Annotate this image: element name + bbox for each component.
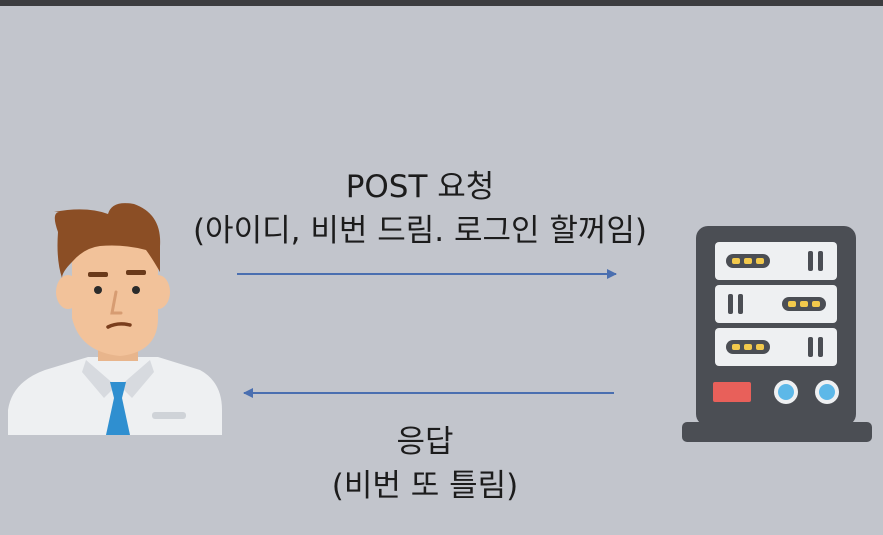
- request-label: POST 요청 (아이디, 비번 드림. 로그인 할꺼임): [160, 165, 680, 253]
- server-icon: [682, 226, 872, 442]
- request-title: POST 요청: [345, 169, 495, 205]
- person-icon: [8, 203, 222, 435]
- top-bar: [0, 0, 883, 6]
- response-subtitle: (비번 또 틀림): [331, 468, 519, 504]
- response-title: 응답: [396, 424, 454, 460]
- request-subtitle: (아이디, 비번 드림. 로그인 할꺼임): [192, 213, 648, 249]
- response-label: 응답 (비번 또 틀림): [240, 420, 610, 508]
